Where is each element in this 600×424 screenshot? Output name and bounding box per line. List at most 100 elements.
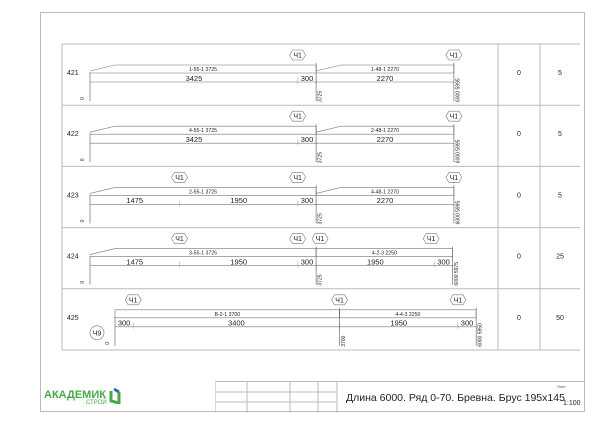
cut-position-label: 6000 5995 (455, 78, 461, 102)
dimension-value: 1950 (230, 196, 247, 205)
marker-label: Ч1 (129, 297, 138, 304)
marker-label: Ч1 (335, 297, 344, 304)
marker-hexagon-icon (445, 110, 463, 122)
dimension-value: 1950 (390, 319, 407, 328)
log-label: 1-55-1 3725 (189, 67, 217, 73)
dimension-value: 300 (461, 319, 474, 328)
dimension-value: 2270 (377, 135, 394, 144)
cut-position-label: 3725 (318, 152, 324, 163)
row-number: 423 (67, 192, 79, 199)
drawing-title: Длина 6000. Ряд 0-70. Бревна. Брус 195x1… (346, 392, 565, 404)
log-label: 2-48-1 2270 (371, 128, 399, 134)
marker-label: Ч1 (175, 175, 184, 182)
row-424: 424 0 25 0 3-55-1 3725 4-2-3 2250 1475 1950 300 1… (67, 233, 564, 286)
dimension-value: 2270 (377, 196, 394, 205)
zero-label: 0 (80, 97, 86, 100)
row-number: 421 (67, 70, 79, 77)
title-block: Длина 6000. Ряд 0-70. Бревна. Брус 195x1… (215, 381, 585, 413)
dimension-value: 1475 (126, 257, 143, 266)
cut-position-label: 6000 5995 (455, 201, 461, 225)
log-label: 4-2-3 2250 (372, 251, 397, 257)
log-label: 1-48-1 2270 (371, 67, 399, 73)
marker-hexagon-icon (289, 49, 306, 61)
dimension-value: 1950 (230, 257, 247, 266)
marker-label: Ч1 (293, 236, 302, 243)
marker-hexagon-icon (171, 172, 188, 183)
column-a-value: 0 (517, 254, 521, 261)
scale-value: 1:100 (563, 400, 581, 407)
marker-label: Ч1 (175, 236, 184, 243)
zero-label: 0 (105, 342, 111, 345)
column-b-value: 5 (558, 192, 562, 199)
sheet-frame (40, 12, 585, 412)
marker-hexagon-icon (124, 294, 142, 306)
column-b-value: 50 (556, 315, 564, 322)
table-grid (61, 43, 580, 351)
cut-position-label: 6000 5975 (454, 262, 460, 286)
cut-position-label: 6000 5950 (478, 323, 484, 347)
sheet-label: Лист (557, 384, 566, 389)
marker-label: Ч1 (293, 175, 302, 182)
log-label: 4-55-1 3725 (189, 128, 217, 134)
row-number: 424 (67, 254, 79, 261)
column-b-value: 25 (556, 254, 564, 261)
cut-position-label: 3725 (318, 91, 324, 102)
column-b-value: 5 (558, 131, 562, 138)
cut-position-label: 3725 (318, 274, 324, 285)
company-logo: АКАДЕМИК СТРОЙ (44, 386, 122, 406)
dimension-value: 2270 (377, 74, 394, 83)
logo-text: АКАДЕМИК (44, 389, 106, 401)
marker-hexagon-icon (445, 49, 463, 61)
row-number: 422 (67, 131, 79, 138)
dimension-value: 300 (118, 319, 131, 328)
marker-label: Ч1 (450, 53, 459, 60)
row-number: 425 (67, 315, 79, 322)
log-label: 3-55-1 3725 (189, 251, 217, 257)
row-425: 425 0 50 0 В-2-1 3700 4-4-3 2250 300 3400 1950 30… (67, 294, 564, 347)
marker-label: Ч1 (450, 114, 459, 121)
dimension-value: 300 (301, 196, 314, 205)
marker-label: Ч1 (316, 236, 325, 243)
marker-label: Ч1 (293, 114, 302, 121)
marker-hexagon-icon (289, 110, 306, 122)
circle-marker-label: Ч9 (93, 330, 102, 337)
log-label: 2-55-1 3725 (189, 189, 217, 195)
marker-hexagon-icon (311, 233, 329, 244)
column-a-value: 0 (517, 315, 521, 322)
dimension-value: 1950 (367, 257, 384, 266)
column-a-value: 0 (517, 192, 521, 199)
marker-label: Ч1 (450, 175, 459, 182)
column-a-value: 0 (517, 70, 521, 77)
circle-marker-icon (89, 325, 105, 341)
log-label: В-2-1 3700 (214, 312, 240, 318)
marker-hexagon-icon (422, 233, 440, 244)
marker-hexagon-icon (331, 294, 348, 306)
marker-hexagon-icon (449, 294, 467, 306)
column-a-value: 0 (517, 131, 521, 138)
zero-label: 0 (80, 281, 86, 284)
marker-hexagon-icon (289, 172, 306, 183)
log-label: 4-4-3 2250 (395, 312, 420, 318)
logo-mark-icon (109, 387, 121, 404)
dimension-value: 300 (437, 257, 450, 266)
marker-hexagon-icon (289, 233, 306, 244)
dimension-value: 3400 (228, 319, 245, 328)
logo-subtext: СТРОЙ (86, 400, 107, 406)
marker-label: Ч1 (293, 53, 302, 60)
dimension-value: 3425 (186, 74, 203, 83)
dimension-value: 1475 (126, 196, 143, 205)
title-block-grid (215, 382, 338, 413)
marker-label: Ч1 (454, 297, 463, 304)
cut-position-label: 6000 5995 (455, 139, 461, 163)
marker-hexagon-icon (171, 233, 188, 244)
log-label: 4-48-1 2270 (371, 189, 399, 195)
column-b-value: 5 (558, 70, 562, 77)
cut-position-label: 3725 (318, 213, 324, 224)
dimension-value: 3425 (186, 135, 203, 144)
cut-position-label: 3700 (341, 335, 347, 346)
